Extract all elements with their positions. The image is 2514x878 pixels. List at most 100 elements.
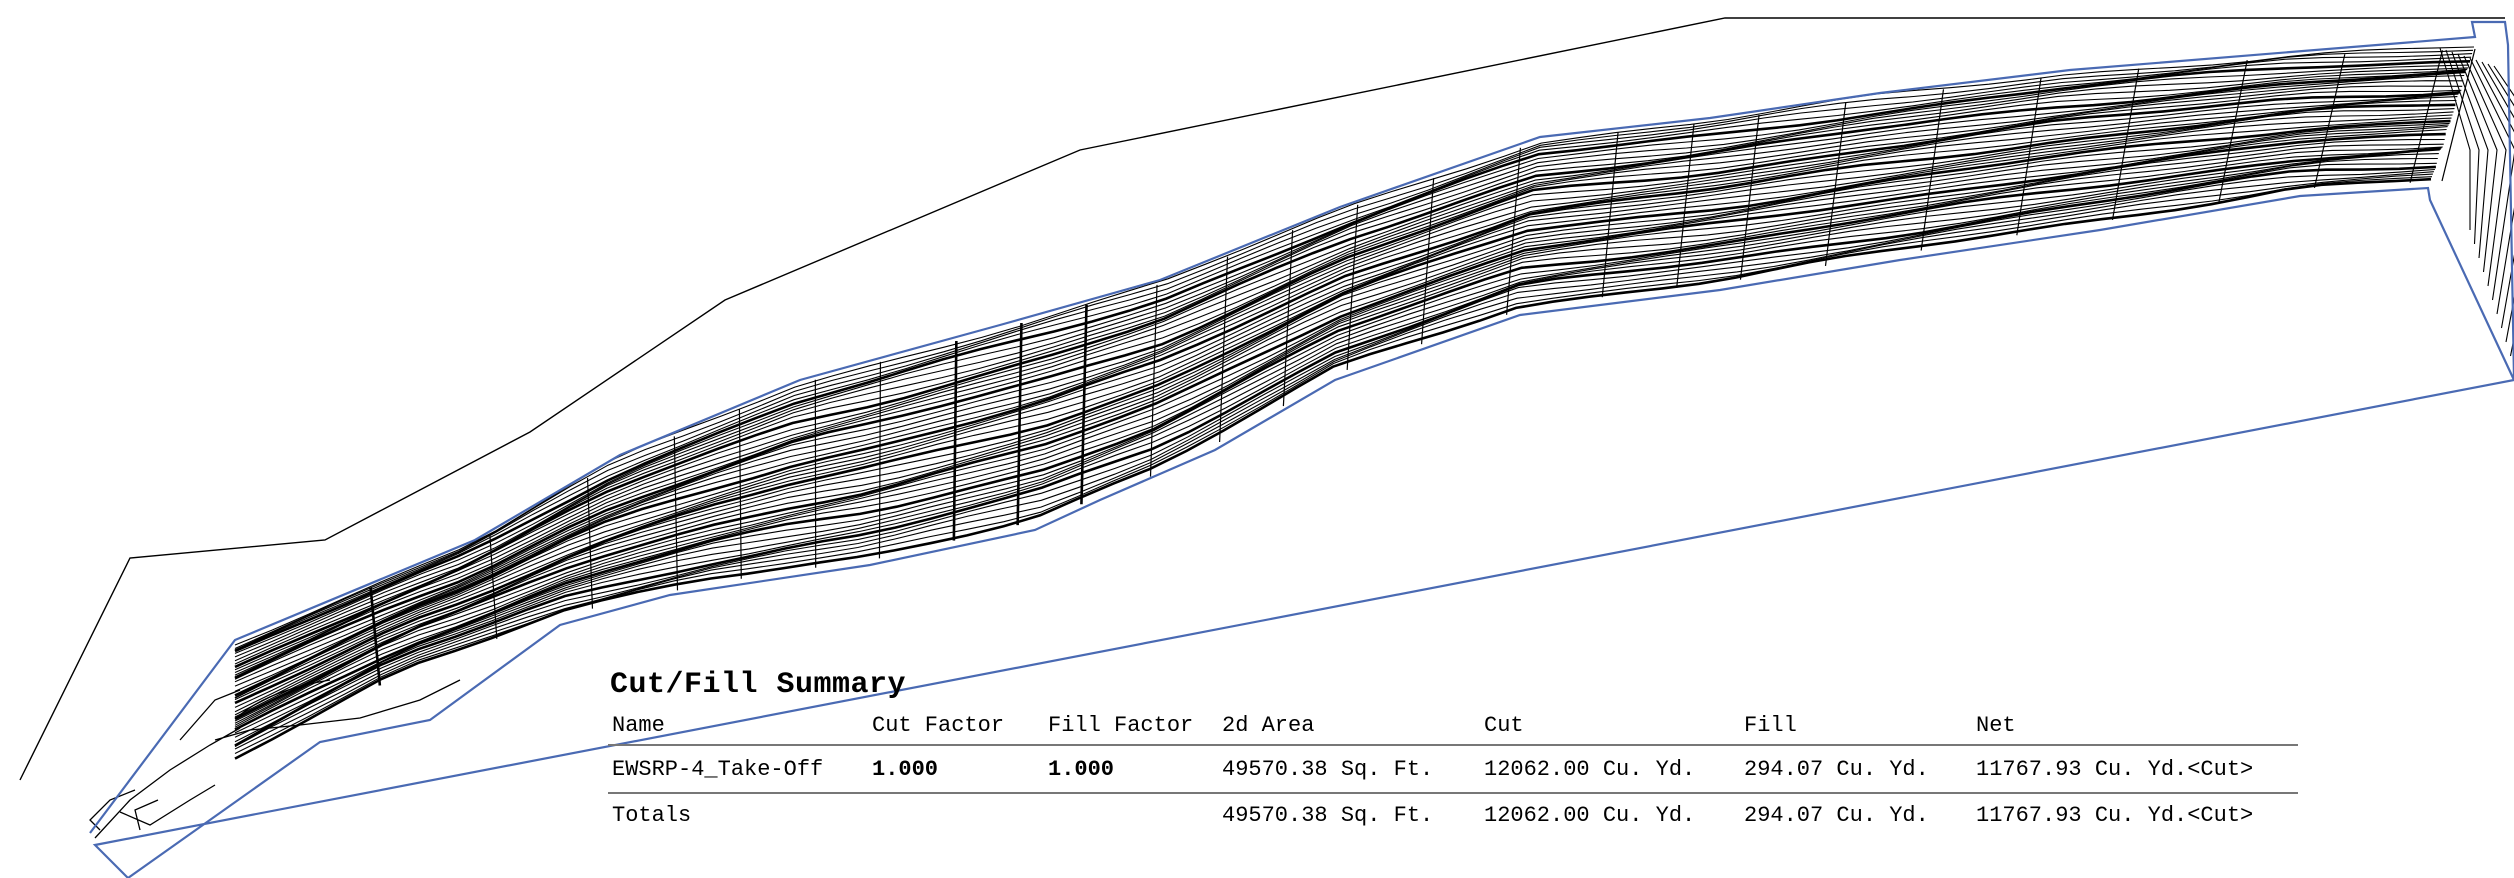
section-tick	[1920, 89, 1945, 251]
section-tick	[2441, 48, 2476, 182]
contour-line	[234, 49, 2474, 650]
row-cut: 12062.00 Cu. Yd.	[1484, 757, 1696, 782]
row-2d-area: 49570.38 Sq. Ft.	[1222, 757, 1434, 782]
contour-line	[234, 90, 2461, 680]
contour-line	[234, 74, 2465, 671]
contour-line	[234, 93, 2459, 683]
totals-fill: 294.07 Cu. Yd.	[1744, 803, 1929, 828]
row-fill-factor: 1.000	[1048, 757, 1115, 782]
contour-line	[234, 103, 2456, 697]
contour-line	[234, 70, 2466, 669]
header-net: Net	[1976, 713, 2016, 738]
section-tick	[2016, 77, 2042, 236]
contour-line	[234, 111, 2454, 699]
contour-line	[2475, 59, 2514, 315]
section-tick	[878, 361, 882, 559]
section-tick	[673, 436, 679, 591]
table-row: EWSRP-4_Take-Off 1.000 1.000 49570.38 Sq…	[608, 746, 2298, 794]
header-cut-factor: Cut Factor	[872, 713, 1005, 738]
totals-cut: 12062.00 Cu. Yd.	[1484, 803, 1696, 828]
contour-line	[234, 114, 2453, 699]
contour-line	[234, 85, 2463, 676]
contour-line	[234, 56, 2472, 651]
section-ticks	[369, 48, 2476, 686]
contour-line	[234, 108, 2455, 699]
contour-line	[2463, 55, 2507, 287]
contour-line	[234, 171, 2434, 747]
contour-line	[234, 146, 2443, 726]
contour-lines	[234, 46, 2514, 760]
contour-line	[2457, 53, 2498, 273]
section-tick	[1282, 230, 1294, 407]
section-tick	[1219, 256, 1229, 443]
contour-line	[2451, 51, 2489, 259]
contour-line	[2487, 63, 2514, 343]
section-tick	[1016, 322, 1023, 526]
row-net: 11767.93 Cu. Yd.<Cut>	[1976, 757, 2254, 782]
section-tick	[369, 587, 382, 686]
section-tick	[1080, 304, 1088, 505]
section-tick	[1601, 132, 1619, 298]
section-tick	[1346, 204, 1359, 370]
section-tick	[1420, 178, 1435, 345]
contour-line	[234, 149, 2440, 734]
site-outline	[19, 17, 2505, 781]
section-tick	[1506, 147, 1522, 315]
contour-line	[234, 67, 2469, 658]
contour-line	[234, 64, 2470, 654]
contour-line	[234, 80, 2464, 674]
contour-line	[234, 122, 2450, 708]
table-header-row: Name Cut Factor Fill Factor 2d Area Cut …	[608, 708, 2298, 746]
table-totals-row: Totals 49570.38 Sq. Ft. 12062.00 Cu. Yd.…	[608, 794, 2298, 834]
contour-line	[234, 92, 2460, 680]
section-tick	[1676, 123, 1695, 288]
contour-line	[234, 53, 2473, 651]
contour-line	[234, 124, 2449, 713]
contour-line	[234, 153, 2439, 738]
header-fill-factor: Fill Factor	[1048, 713, 1194, 738]
contour-line	[234, 157, 2438, 743]
header-cut: Cut	[1484, 713, 1524, 738]
section-tick	[2313, 54, 2346, 189]
section-tick	[586, 478, 594, 609]
contour-line	[234, 68, 2468, 662]
header-2d-area: 2d Area	[1222, 713, 1315, 738]
contour-line	[234, 89, 2462, 678]
contour-line	[234, 99, 2457, 692]
grading-boundary	[89, 20, 2514, 878]
contour-line	[234, 165, 2436, 747]
contour-line	[234, 177, 2432, 760]
section-tick	[1824, 101, 1847, 267]
summary-title: Cut/Fill Summary	[610, 668, 907, 702]
contour-line	[234, 147, 2441, 731]
contour-line	[2439, 47, 2471, 230]
cut-fill-summary-table: Cut/Fill Summary Name Cut Factor Fill Fa…	[608, 668, 2298, 834]
contour-line	[234, 128, 2447, 718]
contour-line	[234, 143, 2444, 724]
section-tick	[2111, 68, 2140, 221]
row-cut-factor: 1.000	[872, 757, 939, 782]
section-tick	[1149, 284, 1158, 477]
section-tick	[2409, 50, 2444, 183]
header-name: Name	[612, 713, 665, 738]
section-tick	[489, 535, 498, 639]
row-fill: 294.07 Cu. Yd.	[1744, 757, 1929, 782]
contour-line	[234, 168, 2435, 747]
contour-line	[234, 132, 2446, 721]
contour-line	[234, 126, 2448, 716]
contour-line	[234, 138, 2445, 722]
contour-line	[234, 69, 2467, 665]
site-detail-linework	[89, 679, 461, 839]
contour-line	[234, 119, 2451, 705]
totals-net: 11767.93 Cu. Yd.<Cut>	[1976, 803, 2254, 828]
section-tick	[952, 340, 958, 541]
row-name: EWSRP-4_Take-Off	[612, 757, 824, 782]
contour-line	[234, 162, 2437, 746]
section-tick	[2218, 60, 2248, 204]
section-tick	[1739, 114, 1760, 280]
contour-line	[234, 147, 2442, 728]
totals-label: Totals	[612, 803, 692, 828]
contour-line	[234, 60, 2471, 653]
contour-line	[2493, 65, 2514, 357]
